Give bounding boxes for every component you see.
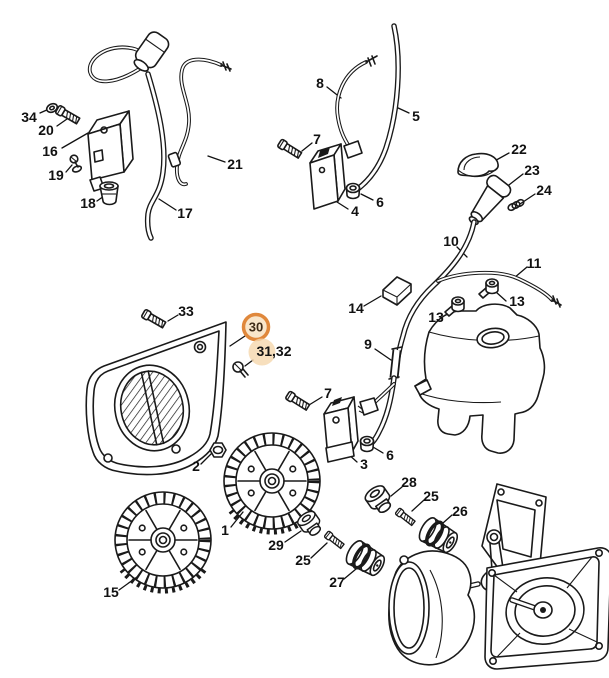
cover-cap-22: [457, 152, 499, 178]
part-callout-34[interactable]: 34: [21, 109, 37, 125]
part-callout-16[interactable]: 16: [42, 143, 58, 159]
callout-labels: 34 20 16 19 18 17 21 8 7 5 4 6 22 23 24 …: [21, 75, 552, 600]
part-callout-21[interactable]: 21: [227, 156, 243, 172]
screw-25-left: [323, 530, 346, 551]
highlight-badge-30[interactable]: 30: [241, 312, 271, 342]
part-callout-10[interactable]: 10: [443, 233, 459, 249]
wire-harness: [357, 219, 562, 447]
annular-buffer-26: [414, 513, 463, 559]
part-callout-25-left[interactable]: 25: [295, 552, 311, 568]
badge-ring: [241, 312, 271, 342]
ignition-module-3: [284, 390, 375, 463]
part-callout-8[interactable]: 8: [316, 75, 324, 91]
flywheel-15: [115, 492, 211, 591]
clip-19: [69, 154, 83, 173]
screw-20: [54, 104, 82, 126]
part-callout-9[interactable]: 9: [364, 336, 372, 352]
bushing-28: [361, 482, 397, 518]
part-callout-20[interactable]: 20: [38, 122, 54, 138]
part-callout-3[interactable]: 3: [360, 456, 368, 472]
part-callout-24[interactable]: 24: [536, 182, 552, 198]
part-callout-11[interactable]: 11: [527, 255, 542, 271]
bushing-29: [294, 507, 326, 540]
spark-plug-boot-23: [468, 174, 512, 226]
part-callout-7-mid[interactable]: 7: [324, 385, 332, 401]
part-callout-6-top[interactable]: 6: [376, 194, 384, 210]
screw-31-32: [232, 361, 249, 378]
part-callout-1[interactable]: 1: [221, 522, 229, 538]
annular-buffer-27: [341, 536, 390, 582]
soft-highlight-circle: [248, 338, 276, 366]
short-circuit-wire-21: [167, 57, 232, 187]
part-callout-33[interactable]: 33: [178, 303, 194, 319]
part-callout-18[interactable]: 18: [80, 195, 96, 211]
part-callout-13-left[interactable]: 13: [428, 309, 444, 325]
ignition-module-4: [276, 23, 401, 210]
foam-holder-14: [382, 276, 412, 306]
highlight-31-32[interactable]: 31,32: [248, 338, 292, 366]
part-callout-13-right[interactable]: 13: [509, 293, 525, 309]
part-callout-5[interactable]: 5: [412, 108, 420, 124]
shroud: [414, 303, 546, 454]
part-callout-7-top[interactable]: 7: [313, 131, 321, 147]
part-callout-17[interactable]: 17: [177, 205, 193, 221]
spring-24: [507, 198, 525, 212]
leader-lines: [39, 86, 536, 591]
part-callout-31-32[interactable]: 31,32: [256, 343, 291, 359]
part-callout-25-right[interactable]: 25: [423, 488, 439, 504]
part-callout-27[interactable]: 27: [329, 574, 345, 590]
part-callout-28[interactable]: 28: [401, 474, 417, 490]
part-callout-29[interactable]: 29: [268, 537, 284, 553]
part-callout-30[interactable]: 30: [249, 320, 263, 335]
part-callout-2[interactable]: 2: [192, 458, 200, 474]
cap-18: [99, 181, 119, 206]
crankcase-assembly: [388, 483, 609, 670]
part-callout-19[interactable]: 19: [48, 167, 64, 183]
part-callout-22[interactable]: 22: [511, 141, 527, 157]
fan-housing: [85, 321, 227, 476]
ignition-module-16: [87, 110, 134, 192]
part-callout-6-mid[interactable]: 6: [386, 447, 394, 463]
nut-2: [209, 442, 227, 458]
fan-grille: [113, 364, 191, 452]
part-callout-23[interactable]: 23: [524, 162, 540, 178]
part-callout-15[interactable]: 15: [103, 584, 119, 600]
screw-33: [140, 308, 168, 330]
part-callout-26[interactable]: 26: [452, 503, 468, 519]
part-callout-14[interactable]: 14: [348, 300, 364, 316]
spark-plug-boot-17: [88, 31, 170, 241]
washer-34: [45, 102, 59, 114]
clip-13-right: [478, 278, 499, 299]
part-callout-4[interactable]: 4: [351, 203, 359, 219]
